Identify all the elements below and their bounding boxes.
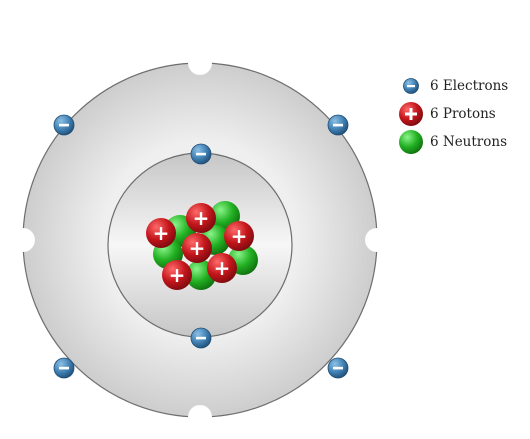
electron [327,357,349,379]
proton-sign: + [231,224,248,248]
electron [53,357,75,379]
minus-circle-icon [403,78,419,94]
electron [327,114,349,136]
electron [190,327,212,349]
sphere-icon [399,130,423,154]
electron [53,114,75,136]
proton-sign: + [153,221,170,245]
proton-sign: + [169,263,186,287]
electron [190,143,212,165]
outer-shell-notch-left [11,228,35,252]
legend: 6 Electrons 6 Protons 6 Neutrons [398,72,530,156]
proton-sign: + [193,206,210,230]
outer-shell-notch-top [188,51,212,75]
legend-label-electrons: 6 Electrons [430,78,509,94]
plus-circle-icon [399,102,423,126]
proton: + [207,253,237,283]
proton: + [162,260,192,290]
proton-sign: + [189,236,206,260]
legend-label-neutrons: 6 Neutrons [430,134,508,150]
proton: + [146,218,176,248]
legend-item-electrons: 6 Electrons [398,72,530,100]
proton: + [186,203,216,233]
proton-sign: + [214,256,231,280]
proton: + [224,221,254,251]
proton: + [182,233,212,263]
outer-shell-notch-bottom [188,405,212,429]
nucleus: + + + + + + [146,201,258,290]
legend-label-protons: 6 Protons [430,106,496,122]
legend-item-neutrons: 6 Neutrons [398,128,530,156]
outer-shell-notch-right [365,228,389,252]
legend-item-protons: 6 Protons [398,100,530,128]
